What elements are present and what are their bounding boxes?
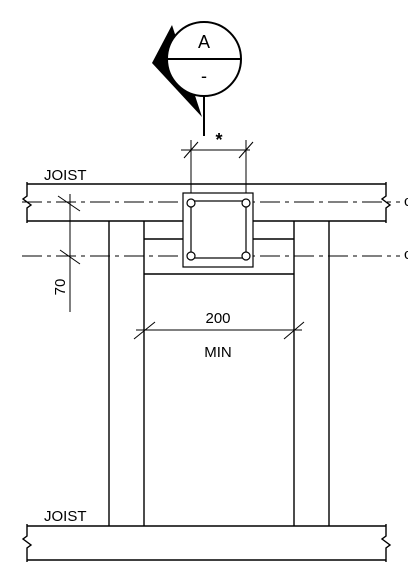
bolt-bottom-right bbox=[241, 251, 251, 261]
joist-top-label: JOIST bbox=[44, 167, 87, 184]
joist-bottom bbox=[21, 524, 392, 562]
dimension-side-label: 70 bbox=[52, 279, 69, 296]
bolt-top-right bbox=[241, 198, 251, 208]
bolt-top-left bbox=[186, 198, 196, 208]
dimension-side bbox=[57, 194, 81, 312]
section-marker bbox=[152, 21, 242, 136]
cleat-plate-inner bbox=[190, 200, 247, 259]
dimension-width bbox=[133, 321, 305, 340]
joist-bottom-break-right bbox=[380, 524, 392, 562]
section-letter: A bbox=[198, 32, 210, 52]
centerline-marker-lower: c bbox=[404, 246, 408, 263]
dimension-width-note: MIN bbox=[204, 344, 232, 361]
joist-bottom-label: JOIST bbox=[44, 508, 87, 525]
dimension-top bbox=[181, 140, 254, 196]
joist-bottom-break-left bbox=[21, 524, 33, 562]
dimension-width-value: 200 bbox=[205, 310, 230, 327]
section-sheet: - bbox=[201, 66, 207, 86]
joist-top-break-right bbox=[380, 182, 392, 223]
bolt-bottom-left bbox=[186, 251, 196, 261]
dimension-top-label: * bbox=[215, 130, 222, 150]
centerline-marker-upper: c bbox=[404, 193, 408, 210]
cleat-plate bbox=[182, 192, 254, 268]
